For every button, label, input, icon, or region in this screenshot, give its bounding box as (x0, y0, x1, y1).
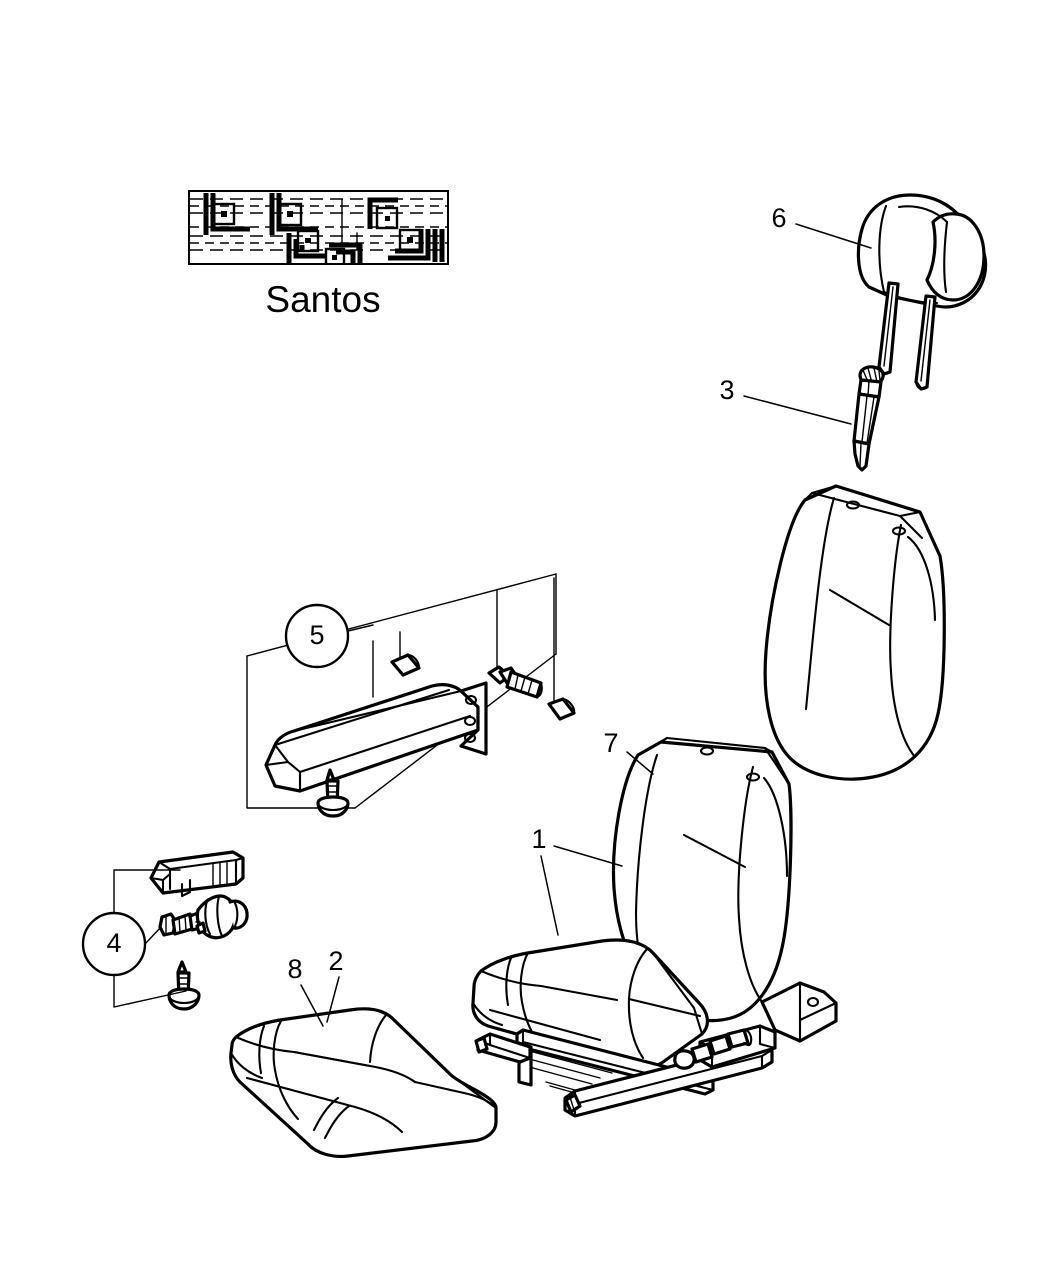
leader-line-2 (326, 976, 340, 1023)
armrest-pin (390, 653, 421, 677)
leader-line-6 (795, 223, 872, 249)
recliner-handle-hardware-kit-part-4 (113, 850, 249, 1011)
leader-line-1-seatback (553, 845, 623, 867)
callout-circle-5 (284, 603, 350, 669)
seat-cushion-pad-part-2 (229, 1007, 498, 1159)
callout-number-4: 4 (106, 928, 121, 958)
callout-number-5: 5 (309, 620, 324, 650)
leader-line-1-cushion (540, 855, 559, 936)
seat-assembly-complete-part-1 (471, 736, 838, 1118)
leader-line-3 (743, 395, 852, 425)
armrest-bushing (547, 697, 576, 721)
trim-swatch-label: Santos (265, 279, 380, 320)
part-number-1: 1 (531, 824, 546, 854)
leader-line-5 (347, 624, 374, 632)
seat-back-cover-part-7 (611, 736, 838, 1043)
leader-line-8 (300, 984, 324, 1027)
armrest-screw (316, 768, 350, 818)
part-number-6: 6 (771, 203, 786, 233)
part-number-8: 8 (287, 954, 302, 984)
part-number-3: 3 (719, 375, 734, 405)
headrest-assembly-part-6 (856, 193, 988, 391)
part-number-7: 7 (603, 728, 618, 758)
recliner-handle-knob (158, 894, 249, 940)
armrest-assembly-kit-part-5 (246, 573, 576, 818)
armrest-shoulder-bolt (487, 665, 543, 699)
recliner-trim-clip (149, 850, 245, 898)
callout-circle-4 (81, 911, 147, 977)
leader-line-7 (626, 751, 654, 775)
seat-height-adjuster-rod (673, 1028, 753, 1070)
seat-back-cover-upper (763, 484, 946, 781)
seat-track-frame (474, 1024, 777, 1118)
headrest-guide-bushing-part-3 (852, 365, 885, 472)
part-number-2: 2 (328, 946, 343, 976)
fabric-trim-swatch (188, 190, 449, 265)
